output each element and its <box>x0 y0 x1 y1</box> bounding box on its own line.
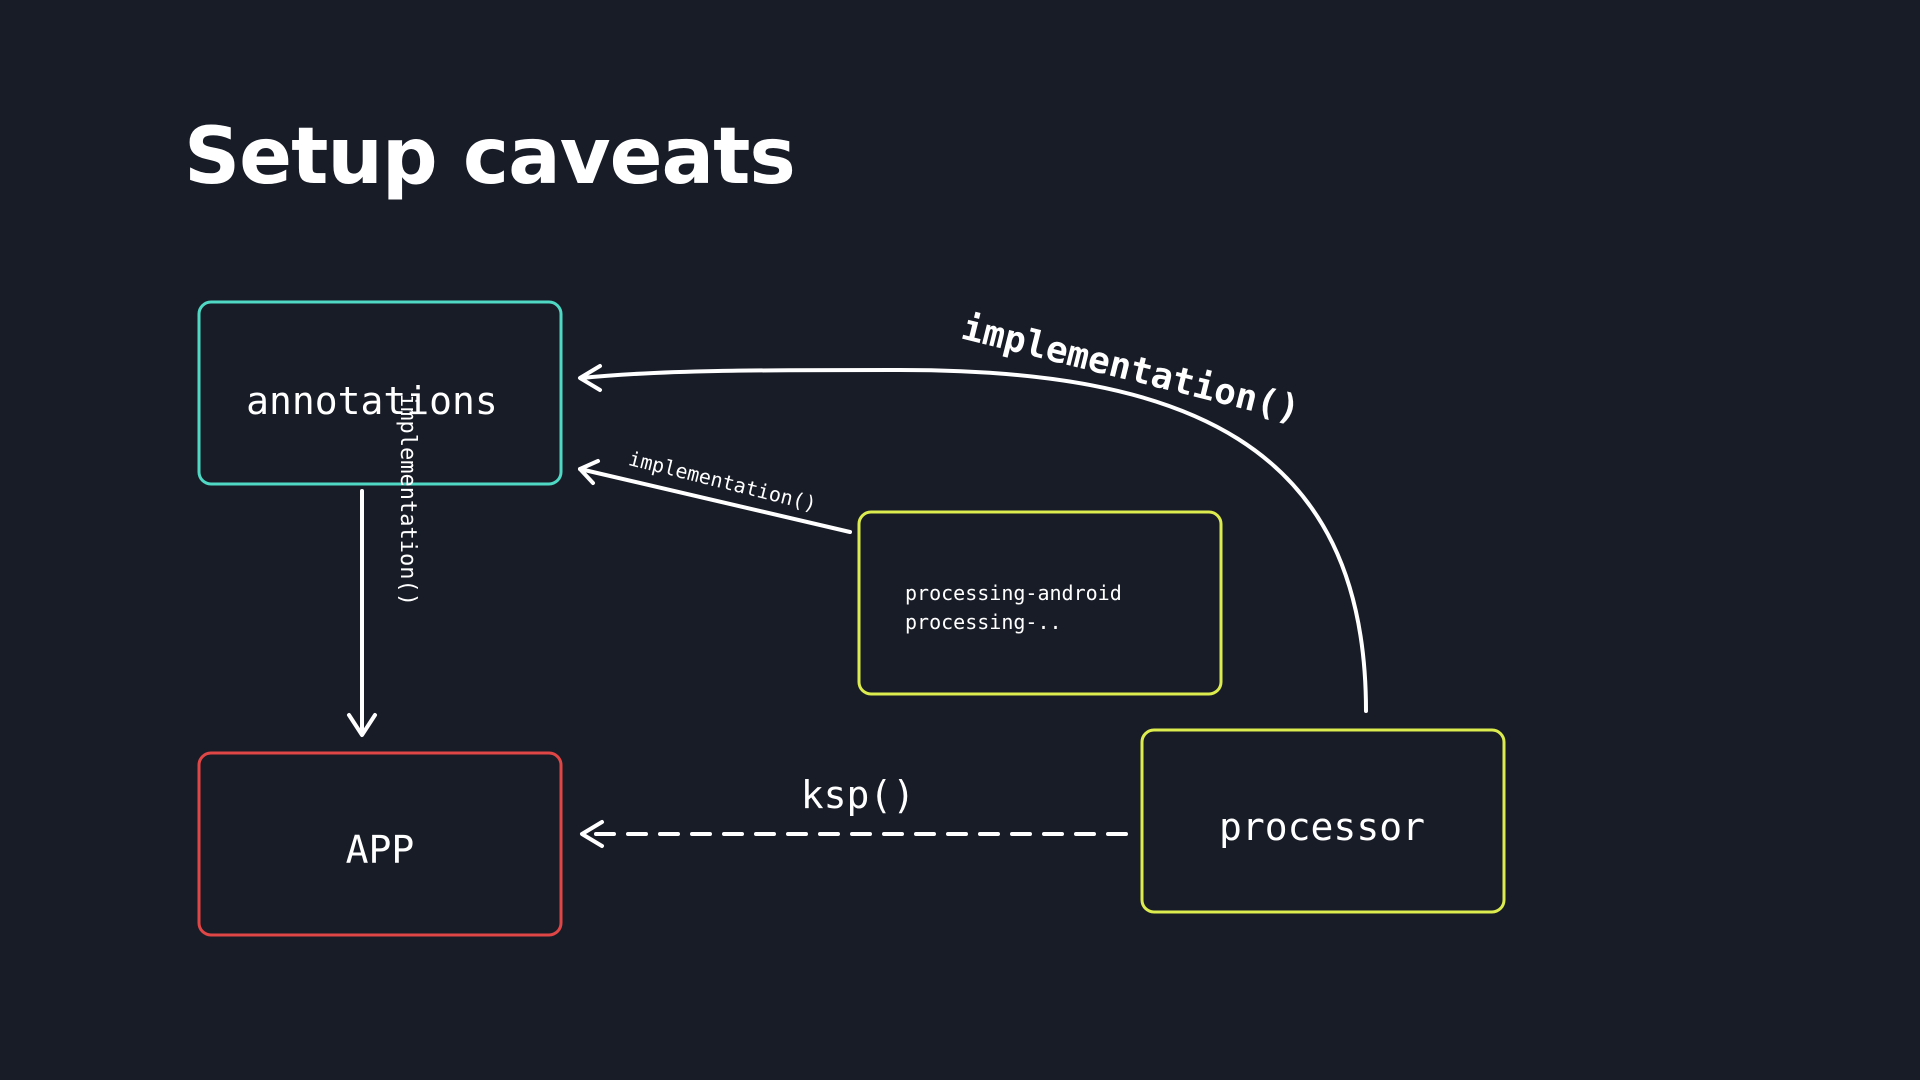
edge-processing-to-annotations-label: implementation() <box>626 446 819 516</box>
node-annotations-label: annotations <box>246 379 498 423</box>
edge-processor-to-annotations-arrowhead <box>578 364 602 392</box>
slide-title: Setup caveats <box>184 112 796 202</box>
node-processor: processor <box>1140 728 1506 914</box>
edge-processor-to-app-arrowhead <box>580 820 604 848</box>
edge-processing-to-annotations-arrowhead <box>578 459 600 485</box>
edge-processing-to-annotations-line <box>578 467 852 534</box>
node-app-box <box>197 751 563 937</box>
edge-processor-to-annotations-label: implementation() <box>958 307 1304 431</box>
edge-processor-to-app-label: ksp() <box>801 773 915 817</box>
node-annotations-box <box>197 300 563 486</box>
edge-annotations-to-app-arrowhead <box>347 713 377 737</box>
node-processing-line-2: processing-.. <box>905 610 1062 634</box>
edge-processing-to-annotations: implementation() <box>578 446 852 534</box>
node-app: APP <box>197 751 563 937</box>
edge-annotations-to-app: implementation() <box>347 394 420 737</box>
node-processor-box <box>1140 728 1506 914</box>
node-processing-line-1: processing-android <box>905 581 1122 605</box>
node-processor-label: processor <box>1219 805 1425 849</box>
edge-processor-to-annotations: implementation() <box>578 307 1368 713</box>
edge-processor-to-app: ksp() <box>580 773 1128 848</box>
node-annotations: annotations <box>197 300 563 486</box>
node-processing-box <box>857 510 1223 696</box>
edge-annotations-to-app-label: implementation() <box>395 394 420 606</box>
edge-processor-to-annotations-line <box>580 368 1368 713</box>
node-app-label: APP <box>346 828 415 872</box>
node-processing: processing-android processing-.. <box>857 510 1223 696</box>
